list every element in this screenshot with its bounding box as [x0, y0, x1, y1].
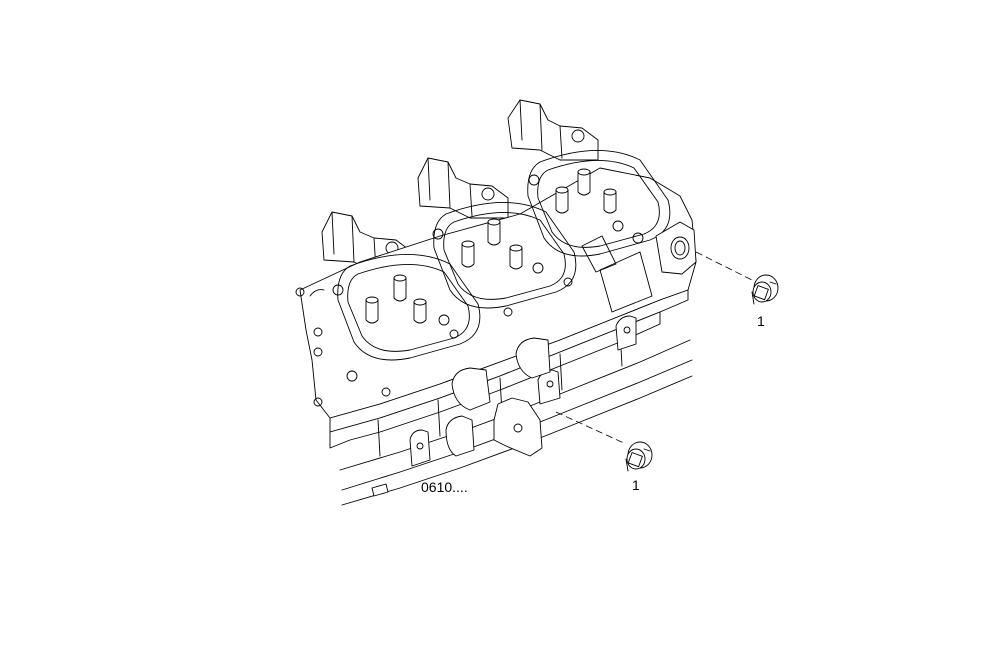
- lower-lugs: [409, 315, 637, 467]
- valve-studs: [365, 168, 617, 324]
- callout-label-lower: 1: [632, 477, 640, 493]
- cylinder-head: [295, 99, 697, 506]
- reference-code: 0610....: [421, 479, 468, 495]
- lower-plug-housing: [493, 397, 543, 457]
- leader-line-lower: [555, 411, 627, 445]
- callout-label-upper: 1: [757, 313, 765, 329]
- leader-line-upper: [695, 251, 753, 281]
- valve-chambers: [337, 150, 671, 361]
- plug-upper: 1: [695, 251, 779, 329]
- end-boss: [581, 221, 697, 313]
- plug-lower: 1: [555, 411, 653, 493]
- bolt-holes: [295, 174, 644, 407]
- port-bosses: [445, 337, 551, 457]
